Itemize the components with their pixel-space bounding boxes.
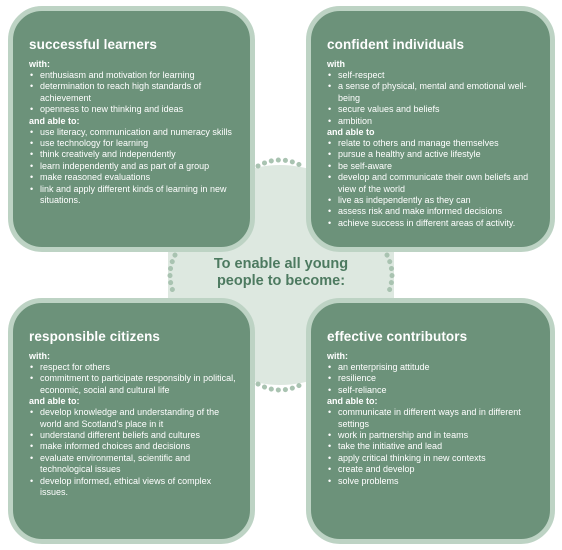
center-caption-line-1: To enable all young bbox=[213, 256, 349, 272]
list-item: self-respect bbox=[327, 70, 538, 82]
able-label: and able to: bbox=[29, 115, 80, 126]
list-item: solve problems bbox=[327, 476, 538, 488]
with-list: self-respecta sense of physical, mental … bbox=[327, 70, 538, 127]
list-item: self-reliance bbox=[327, 385, 538, 397]
list-item: ambition bbox=[327, 116, 538, 128]
with-label: with: bbox=[29, 59, 50, 69]
panel-title: successful learners bbox=[29, 37, 157, 52]
dotted-connector-top bbox=[255, 157, 305, 169]
able-list: develop knowledge and understanding of t… bbox=[29, 407, 236, 498]
list-item: learn independently and as part of a gro… bbox=[29, 161, 236, 173]
able-list: relate to others and manage themselvespu… bbox=[327, 138, 538, 230]
list-item: openness to new thinking and ideas bbox=[29, 104, 236, 116]
list-item: think creatively and independently bbox=[29, 149, 236, 161]
with-label: with bbox=[327, 59, 345, 69]
list-item: link and apply different kinds of learni… bbox=[29, 184, 236, 207]
panel-successful-learners: successful learners with: enthusiasm and… bbox=[8, 6, 255, 252]
dotted-connector-bottom bbox=[255, 381, 305, 393]
with-label: with: bbox=[327, 351, 348, 361]
list-item: make reasoned evaluations bbox=[29, 172, 236, 184]
with-list: respect for otherscommitment to particip… bbox=[29, 362, 236, 396]
list-item: apply critical thinking in new contexts bbox=[327, 453, 538, 465]
list-item: communicate in different ways and in dif… bbox=[327, 407, 538, 430]
list-item: create and develop bbox=[327, 464, 538, 476]
list-item: use literacy, communication and numeracy… bbox=[29, 127, 236, 139]
with-list: enthusiasm and motivation for learningde… bbox=[29, 70, 236, 116]
able-label: and able to bbox=[327, 127, 375, 138]
list-item: work in partnership and in teams bbox=[327, 430, 538, 442]
center-caption-line-2: people to become: bbox=[216, 273, 346, 289]
list-item: commitment to participate responsibly in… bbox=[29, 373, 236, 396]
list-item: evaluate environmental, scientific and t… bbox=[29, 453, 236, 476]
able-label: and able to: bbox=[327, 396, 378, 407]
list-item: develop and communicate their own belief… bbox=[327, 172, 538, 195]
list-item: a sense of physical, mental and emotiona… bbox=[327, 81, 538, 104]
center-caption: To enable all young people to become: bbox=[170, 256, 392, 290]
list-item: develop knowledge and understanding of t… bbox=[29, 407, 236, 430]
list-item: assess risk and make informed decisions bbox=[327, 206, 538, 218]
list-item: pursue a healthy and active lifestyle bbox=[327, 149, 538, 161]
list-item: respect for others bbox=[29, 362, 236, 374]
list-item: determination to reach high standards of… bbox=[29, 81, 236, 104]
able-list: use literacy, communication and numeracy… bbox=[29, 127, 236, 207]
panel-title: confident individuals bbox=[327, 37, 465, 52]
dotted-connector-left bbox=[167, 252, 178, 299]
list-item: secure values and beliefs bbox=[327, 104, 538, 116]
list-item: achieve success in different areas of ac… bbox=[327, 218, 538, 230]
panel-title: effective contributors bbox=[327, 329, 468, 344]
able-label: and able to: bbox=[29, 396, 80, 407]
list-item: resilience bbox=[327, 373, 538, 385]
center-band bbox=[168, 244, 394, 306]
list-item: live as independently as they can bbox=[327, 195, 538, 207]
list-item: an enterprising attitude bbox=[327, 362, 538, 374]
list-item: make informed choices and decisions bbox=[29, 441, 236, 453]
list-item: take the initiative and lead bbox=[327, 441, 538, 453]
with-label: with: bbox=[29, 351, 50, 361]
list-item: develop informed, ethical views of compl… bbox=[29, 476, 236, 499]
panel-confident-individuals: confident individuals with self-respecta… bbox=[306, 6, 555, 252]
panel-title: responsible citizens bbox=[29, 329, 161, 344]
dotted-connector-right bbox=[384, 252, 395, 299]
panel-responsible-citizens: responsible citizens with: respect for o… bbox=[8, 298, 255, 544]
able-list: communicate in different ways and in dif… bbox=[327, 407, 538, 487]
with-list: an enterprising attituderesilienceself-r… bbox=[327, 362, 538, 397]
panel-effective-contributors: effective contributors with: an enterpri… bbox=[306, 298, 555, 544]
list-item: enthusiasm and motivation for learning bbox=[29, 70, 236, 82]
list-item: understand different beliefs and culture… bbox=[29, 430, 236, 442]
list-item: be self-aware bbox=[327, 161, 538, 173]
list-item: use technology for learning bbox=[29, 138, 236, 150]
list-item: relate to others and manage themselves bbox=[327, 138, 538, 150]
